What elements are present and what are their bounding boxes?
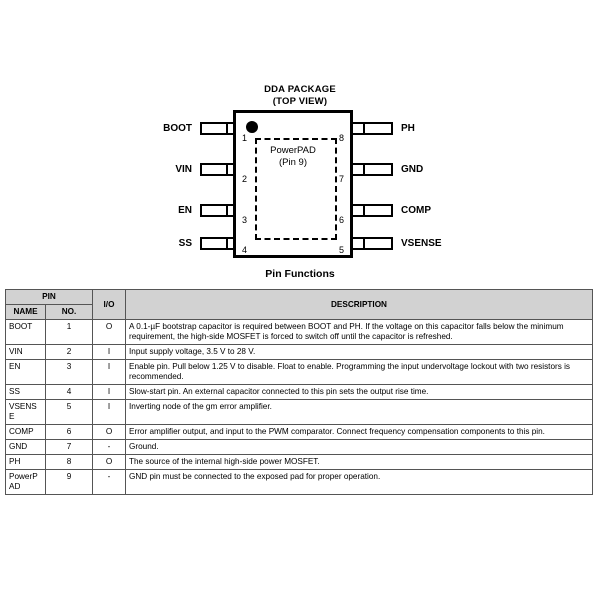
lead-segment-inner — [347, 239, 365, 248]
cell-pin-number: 3 — [45, 359, 93, 385]
cell-pin-description: Inverting node of the gm error amplifier… — [125, 399, 593, 425]
lead-segment-inner — [347, 206, 365, 215]
lead-segment-outer — [202, 206, 229, 215]
cell-pin-io: I — [92, 344, 126, 360]
pin-number-8: 8 — [338, 133, 344, 143]
cell-pin-number: 7 — [45, 439, 93, 455]
column-header-pin: PIN — [5, 289, 93, 305]
cell-pin-number: 6 — [45, 424, 93, 440]
column-header-description: DESCRIPTION — [125, 289, 593, 320]
pin-label-en: EN — [178, 205, 192, 216]
package-title-line1: DDA PACKAGE — [264, 84, 336, 95]
cell-pin-name: GND — [5, 439, 46, 455]
cell-pin-io: I — [92, 359, 126, 385]
table-header-row-1: PIN I/O DESCRIPTION — [5, 289, 593, 320]
pin-label-vin: VIN — [175, 164, 192, 175]
cell-pin-description: The source of the internal high-side pow… — [125, 454, 593, 470]
cell-pin-name: EN — [5, 359, 46, 385]
column-header-io: I/O — [92, 289, 126, 320]
cell-pin-description: Enable pin. Pull below 1.25 V to disable… — [125, 359, 593, 385]
pin1-indicator-dot — [246, 121, 258, 133]
package-title-line2: (TOP VIEW) — [272, 96, 328, 107]
cell-pin-number: 8 — [45, 454, 93, 470]
table-header: PIN I/O DESCRIPTION NAME NO. — [5, 289, 593, 320]
pin-label-gnd: GND — [401, 164, 424, 175]
cell-pin-number: 1 — [45, 319, 93, 345]
pin-label-vsense: VSENSE — [401, 238, 442, 249]
powerpad-outline — [255, 138, 337, 240]
pin-number-2: 2 — [242, 174, 248, 184]
pin-label-comp: COMP — [401, 205, 431, 216]
cell-pin-name: SS — [5, 384, 46, 400]
pin-number-6: 6 — [338, 215, 344, 225]
cell-pin-name: BOOT — [5, 319, 46, 345]
cell-pin-io: - — [92, 439, 126, 455]
cell-pin-number: 9 — [45, 469, 93, 495]
package-diagram: DDA PACKAGE (TOP VIEW) PowerPAD — [0, 0, 600, 268]
pin-number-5: 5 — [338, 245, 344, 255]
cell-pin-io: I — [92, 399, 126, 425]
pin-number-4: 4 — [242, 245, 248, 255]
cell-pin-description: A 0.1-µF bootstrap capacitor is required… — [125, 319, 593, 345]
cell-pin-description: Input supply voltage, 3.5 V to 28 V. — [125, 344, 593, 360]
pin-functions-title: Pin Functions — [265, 268, 335, 280]
lead-segment-outer — [202, 165, 229, 174]
cell-pin-number: 4 — [45, 384, 93, 400]
column-header-name: NAME — [5, 304, 46, 320]
cell-pin-name: PH — [5, 454, 46, 470]
lead-segment-inner — [347, 124, 365, 133]
column-header-no: NO. — [45, 304, 93, 320]
cell-pin-name: VIN — [5, 344, 46, 360]
cell-pin-number: 5 — [45, 399, 93, 425]
cell-pin-io: O — [92, 424, 126, 440]
lead-segment-outer — [202, 124, 229, 133]
lead-segment-outer — [202, 239, 229, 248]
cell-pin-description: Ground. — [125, 439, 593, 455]
cell-pin-io: O — [92, 454, 126, 470]
cell-pin-description: Error amplifier output, and input to the… — [125, 424, 593, 440]
cell-pin-io: - — [92, 469, 126, 495]
powerpad-label-line1: PowerPAD — [270, 145, 316, 156]
pin-number-1: 1 — [242, 133, 248, 143]
cell-pin-io: O — [92, 319, 126, 345]
cell-pin-description: Slow-start pin. An external capacitor co… — [125, 384, 593, 400]
cell-pin-name: PowerPAD — [5, 469, 46, 495]
lead-segment-outer — [365, 206, 391, 215]
pin-label-ss: SS — [178, 238, 192, 249]
powerpad-label-line2: (Pin 9) — [279, 157, 307, 168]
pin-label-boot: BOOT — [163, 123, 192, 134]
pin-number-7: 7 — [338, 174, 344, 184]
cell-pin-description: GND pin must be connected to the exposed… — [125, 469, 593, 495]
cell-pin-name: COMP — [5, 424, 46, 440]
lead-segment-outer — [365, 239, 391, 248]
pin-label-ph: PH — [401, 123, 415, 134]
chip-body: PowerPAD (Pin 9) 1 2 3 4 8 7 6 5 — [233, 110, 353, 258]
cell-pin-number: 2 — [45, 344, 93, 360]
lead-segment-inner — [347, 165, 365, 174]
lead-segment-outer — [365, 124, 391, 133]
powerpad-label: PowerPAD (Pin 9) — [236, 145, 350, 169]
lead-segment-outer — [365, 165, 391, 174]
cell-pin-name: VSENSE — [5, 399, 46, 425]
pin-number-3: 3 — [242, 215, 248, 225]
cell-pin-io: I — [92, 384, 126, 400]
